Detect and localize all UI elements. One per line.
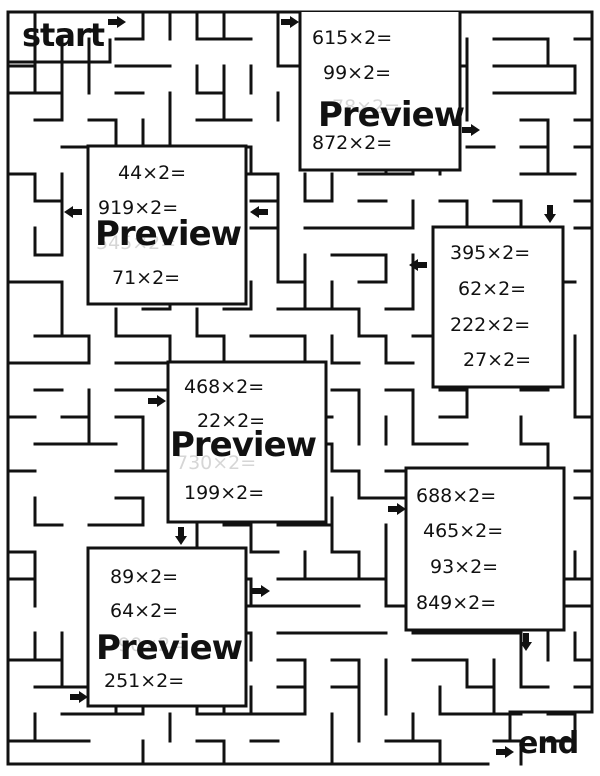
arrow-left-icon: [409, 259, 427, 271]
problem-text: 468×2=: [184, 376, 265, 398]
problem-text: 688×2=: [416, 485, 497, 507]
problem-text: 27×2=: [463, 349, 532, 371]
problem-text: 89×2=: [110, 566, 179, 588]
preview-watermark: Preview: [96, 628, 243, 668]
hidden-problem: 730×2=: [176, 452, 257, 474]
problem-text: 615×2=: [312, 27, 393, 49]
preview-watermark: Preview: [95, 214, 242, 254]
preview-watermark: Preview: [170, 425, 317, 465]
problem-text: 872×2=: [312, 132, 393, 154]
hidden-problem: 545×2=: [96, 232, 177, 254]
problem-text: 71×2=: [112, 267, 181, 289]
problem-text: 395×2=: [450, 242, 531, 264]
problem-text: 22×2=: [197, 410, 266, 432]
problem-text: 199×2=: [184, 482, 265, 504]
problem-text: 93×2=: [430, 556, 499, 578]
hidden-problem: 90×2=: [118, 634, 187, 656]
problem-text: 465×2=: [423, 520, 504, 542]
arrow-right-icon: [108, 16, 126, 28]
arrow-right-icon: [252, 585, 270, 597]
problem-text: 849×2=: [416, 592, 497, 614]
start-label: start: [22, 16, 105, 54]
problem-text: 99×2=: [323, 62, 392, 84]
arrow-right-icon: [148, 395, 166, 407]
problem-text: 222×2=: [450, 314, 531, 336]
arrow-right-icon: [281, 16, 299, 28]
end-label: end: [518, 726, 579, 761]
problem-text: 62×2=: [458, 278, 527, 300]
arrow-right-icon: [70, 691, 88, 703]
arrow-down-icon: [175, 527, 187, 545]
arrow-left-icon: [250, 206, 268, 218]
hidden-problem: 78×2=: [332, 96, 401, 118]
problem-text: 44×2=: [118, 162, 187, 184]
arrow-left-icon: [64, 206, 82, 218]
arrow-down-icon: [520, 633, 532, 651]
arrow-right-icon: [388, 503, 406, 515]
problem-text: 64×2=: [110, 600, 179, 622]
arrow-right-icon: [462, 124, 480, 136]
arrow-down-icon: [544, 205, 556, 223]
problem-text: 251×2=: [104, 670, 185, 692]
arrow-right-icon: [496, 746, 514, 758]
preview-watermark: Preview: [318, 95, 465, 135]
problem-text: 919×2=: [98, 197, 179, 219]
